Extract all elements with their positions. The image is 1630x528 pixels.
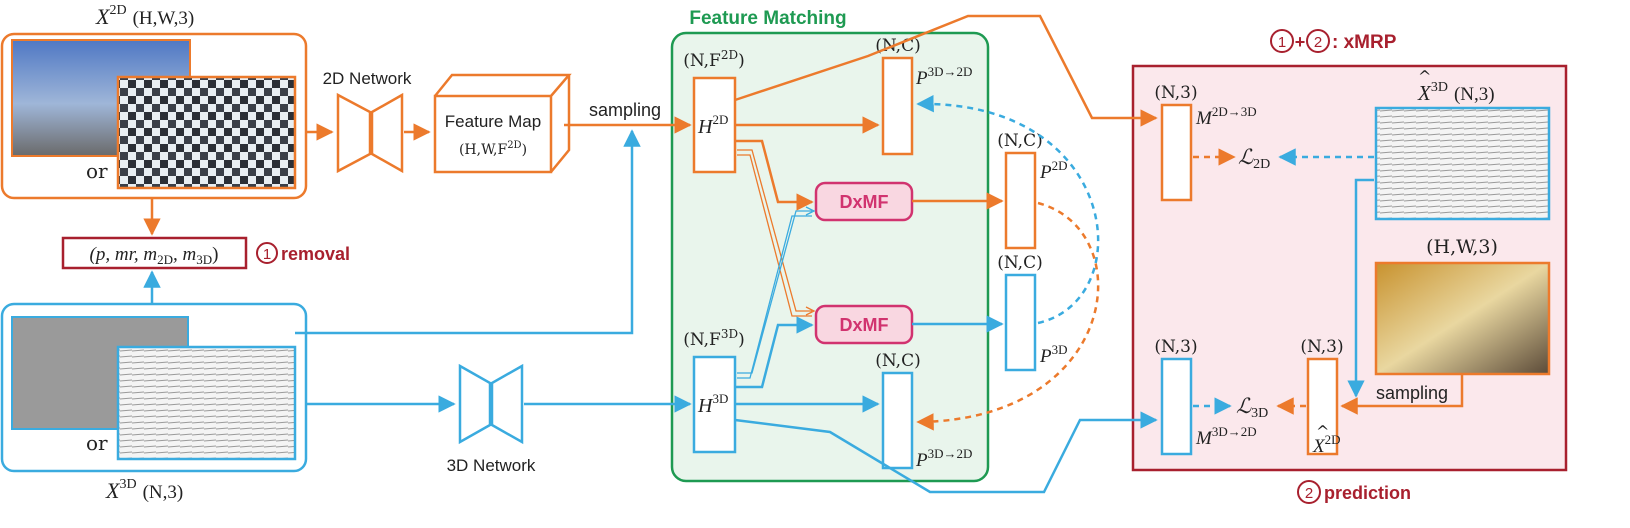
feature-matching-title: Feature Matching — [689, 8, 846, 29]
svg-text:2: 2 — [1314, 34, 1322, 51]
removal-step-badge — [256, 242, 278, 264]
h2d-shape: (N,F2D) — [683, 48, 745, 71]
loss3d-label: ℒ3D — [1236, 394, 1268, 421]
dxmf-bottom-label: DxMF — [840, 315, 889, 335]
2d-network-encoder-decoder — [336, 92, 404, 174]
arrow-image-sampling-to-xhat2d — [1340, 374, 1464, 415]
xmrp-title: 1 + 2 : xMRP — [1270, 29, 1397, 53]
svg-text:: xMRP: : xMRP — [1332, 32, 1397, 53]
rgb-street-image — [1374, 261, 1551, 376]
xhat3d-lidar-image — [1374, 106, 1551, 221]
cross-link-h2d-to-dxmf-bottom — [737, 149, 812, 317]
xhat2d-shape: (N,3) — [1300, 337, 1343, 357]
prediction-step-badge — [1297, 480, 1321, 504]
m2d3d-block — [1160, 103, 1193, 202]
m3d2d-label: M3D→2D — [1195, 424, 1257, 449]
dashed-arrow-p2d-to-p3d2d-bottom — [916, 201, 1100, 431]
arrow-x3d-to-sampling — [295, 129, 641, 335]
h3d-shape: (N,F3D) — [683, 327, 745, 350]
h3d-label: H3D — [697, 391, 728, 417]
m3d2d-shape: (N,3) — [1154, 337, 1197, 357]
prediction-label: prediction — [1324, 483, 1411, 503]
arrowhead-cross-bottom — [805, 306, 816, 316]
xhat2d-block — [1306, 357, 1339, 456]
arrow-h3d-to-dxmf-bottom — [735, 316, 814, 389]
p3d2d-bottom-label: P3D→2D — [915, 446, 972, 471]
p3d-block — [1004, 273, 1037, 372]
arrow-xhat3d-to-xhat2d — [1347, 178, 1374, 398]
removal-label: removal — [281, 244, 350, 264]
feature-map-cube — [433, 73, 572, 174]
m3d2d-block — [1160, 357, 1193, 456]
arrow-h2d-to-m2d3d — [734, 14, 1158, 127]
removal-step-number: 1 — [263, 246, 271, 263]
feature-map-shape: (H,W,F2D) — [459, 140, 527, 158]
sampling-label-top: sampling — [589, 100, 661, 120]
street-image-masked — [116, 75, 297, 190]
dashed-arrow-p3d-to-p3d2d-top — [916, 94, 1100, 325]
2d-network-label: 2D Network — [323, 69, 412, 88]
x3d-title: X3D(N,3) — [105, 477, 183, 503]
rgb-image-shape: (H,W,3) — [1426, 236, 1498, 258]
svg-text:+: + — [1295, 32, 1306, 52]
p3d2d-top-label: P3D→2D — [915, 64, 972, 89]
p2d-label: P2D — [1039, 158, 1068, 183]
x2d-title: X2D(H,W,3) — [95, 3, 194, 29]
3d-network-encoder-decoder — [458, 363, 524, 445]
p3d-shape: (N,C) — [997, 253, 1042, 273]
cross-link-h3d-to-dxmf-top — [737, 210, 812, 379]
h2d-feature-block — [692, 76, 737, 174]
p3d2d-bottom-block — [881, 371, 914, 470]
xhat3d-hat: ^ — [1418, 67, 1431, 86]
lidar-image-masked — [116, 345, 297, 461]
p3d2d-top-shape: (N,C) — [875, 36, 920, 56]
arrow-h2d-to-dxmf-top — [735, 139, 814, 211]
removal-tuple-box — [61, 236, 248, 270]
prediction-step-number: 2 — [1305, 485, 1313, 502]
arrow-h3d-to-m3d2d — [734, 411, 1158, 494]
feature-map-title: Feature Map — [445, 112, 541, 131]
xhat2d-label: X2D — [1312, 432, 1341, 457]
loss2d-label: ℒ2D — [1238, 145, 1270, 172]
p2d-block — [1004, 151, 1037, 250]
sampling-label-xmrp: sampling — [1376, 383, 1448, 403]
removal-tuple: (p, mr, m2D, m3D) — [90, 244, 219, 267]
svg-text:1: 1 — [1278, 34, 1286, 51]
p3d2d-bottom-shape: (N,C) — [875, 351, 920, 371]
m2d3d-label: M2D→3D — [1195, 104, 1257, 129]
or-label-top: or — [86, 159, 108, 183]
xhat2d-hat: ^ — [1316, 422, 1329, 441]
m2d3d-shape: (N,3) — [1154, 83, 1197, 103]
h2d-label: H2D — [697, 112, 728, 138]
arrowhead-cross-top — [805, 206, 816, 216]
dxmf-top-label: DxMF — [840, 192, 889, 212]
3d-network-label: 3D Network — [447, 456, 536, 475]
p2d-shape: (N,C) — [997, 131, 1042, 151]
or-label-bottom: or — [86, 431, 108, 455]
p3d-label: P3D — [1039, 342, 1068, 367]
xhat3d-title: X3D(N,3) — [1417, 80, 1495, 105]
p3d2d-top-block — [881, 56, 914, 156]
